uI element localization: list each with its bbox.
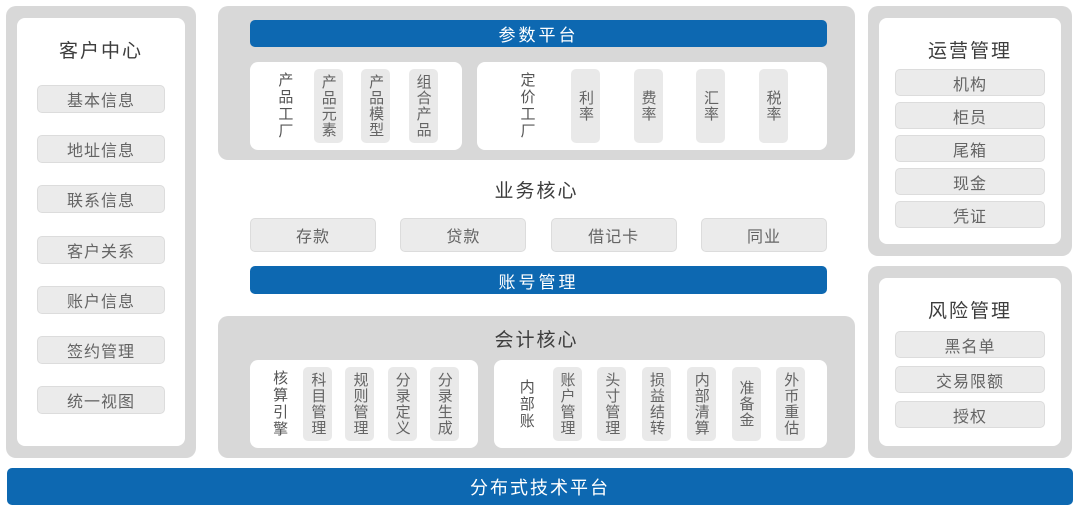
internal-account-item: 外币重估 <box>776 367 806 441</box>
internal-account-item: 内部清算 <box>686 367 716 441</box>
product-factory-label: 产品工厂 <box>276 72 294 140</box>
operations-management-panel: 运营管理 机构 柜员 尾箱 现金 凭证 <box>879 18 1061 244</box>
columns-row: 客户中心 基本信息 地址信息 联系信息 客户关系 账户信息 签约管理 <box>6 6 1073 458</box>
parameter-platform-row: 产品工厂 产品元素 产品模型 组合产品 定价工厂 <box>250 62 827 150</box>
internal-account-item: 准备金 <box>731 367 761 441</box>
risk-management-panel: 风险管理 黑名单 交易限额 授权 <box>879 278 1061 446</box>
product-factory-item: 产品模型 <box>361 69 391 143</box>
customer-center-item: 统一视图 <box>37 385 165 414</box>
distributed-platform-bar: 分布式技术平台 <box>7 468 1073 505</box>
customer-center-item: 基本信息 <box>37 85 165 114</box>
accounting-engine-item: 分录生成 <box>429 367 459 441</box>
internal-account-label: 内部账 <box>517 378 535 430</box>
account-management-bar: 账号管理 <box>250 266 827 294</box>
risk-management-item: 授权 <box>895 401 1045 428</box>
customer-center-item: 客户关系 <box>37 235 165 264</box>
accounting-engine-item: 规则管理 <box>345 367 375 441</box>
customer-center-panel: 客户中心 基本信息 地址信息 联系信息 客户关系 账户信息 签约管理 <box>17 18 185 446</box>
right-column: 运营管理 机构 柜员 尾箱 现金 凭证 <box>868 6 1072 458</box>
operations-management-item: 凭证 <box>895 201 1045 228</box>
business-core-item: 借记卡 <box>550 218 677 252</box>
customer-center-title: 客户中心 <box>58 41 143 62</box>
product-factory-item: 产品元素 <box>313 69 343 143</box>
parameter-platform-header: 参数平台 <box>250 20 827 47</box>
pricing-factory-label: 定价工厂 <box>518 72 536 140</box>
customer-center-container: 客户中心 基本信息 地址信息 联系信息 客户关系 账户信息 签约管理 <box>6 6 196 458</box>
parameter-platform-container: 参数平台 产品工厂 产品元素 产品模型 组合产品 <box>218 6 855 160</box>
pricing-factory-item: 费率 <box>633 69 663 143</box>
risk-management-item: 交易限额 <box>895 366 1045 393</box>
risk-management-item: 黑名单 <box>895 331 1045 358</box>
operations-management-list: 机构 柜员 尾箱 现金 凭证 <box>879 63 1061 234</box>
accounting-engine-item: 科目管理 <box>303 367 333 441</box>
accounting-engine-label: 核算引擎 <box>271 370 289 438</box>
customer-center-item: 联系信息 <box>37 185 165 214</box>
business-core-item: 存款 <box>250 218 376 252</box>
accounting-core-row: 核算引擎 科目管理 规则管理 分录定义 分录生成 <box>250 360 827 448</box>
business-core-section: 业务核心 存款 贷款 借记卡 同业 账号管理 <box>218 160 855 316</box>
pricing-factory-item: 利率 <box>571 69 600 143</box>
operations-management-container: 运营管理 机构 柜员 尾箱 现金 凭证 <box>868 6 1072 256</box>
pricing-factory-panel: 定价工厂 利率 费率 汇率 税率 <box>477 62 827 150</box>
business-core-item: 贷款 <box>400 218 527 252</box>
accounting-engine-panel: 核算引擎 科目管理 规则管理 分录定义 分录生成 <box>250 360 478 448</box>
accounting-core-title: 会计核心 <box>494 330 579 351</box>
product-factory-item: 组合产品 <box>408 69 438 143</box>
customer-center-list: 基本信息 地址信息 联系信息 客户关系 账户信息 签约管理 统一视图 <box>17 63 185 436</box>
pricing-factory-item: 汇率 <box>696 69 725 143</box>
customer-center-item: 地址信息 <box>37 135 165 164</box>
internal-account-panel: 内部账 账户管理 头寸管理 损益结转 内部清算 <box>494 360 827 448</box>
operations-management-item: 柜员 <box>895 102 1045 129</box>
business-core-title: 业务核心 <box>494 181 579 202</box>
internal-account-item: 损益结转 <box>642 367 671 441</box>
risk-management-container: 风险管理 黑名单 交易限额 授权 <box>868 266 1072 458</box>
risk-management-title: 风险管理 <box>927 301 1012 322</box>
pricing-factory-item: 税率 <box>758 69 788 143</box>
accounting-core-container: 会计核心 核算引擎 科目管理 规则管理 分录定义 <box>218 316 855 458</box>
customer-center-item: 签约管理 <box>37 335 165 364</box>
operations-management-title: 运营管理 <box>927 41 1012 62</box>
internal-account-item: 头寸管理 <box>597 367 627 441</box>
operations-management-item: 机构 <box>895 69 1045 96</box>
operations-management-item: 尾箱 <box>895 135 1045 162</box>
operations-management-item: 现金 <box>895 168 1045 195</box>
internal-account-item: 账户管理 <box>552 367 582 441</box>
business-core-item: 同业 <box>700 218 827 252</box>
core-column: 参数平台 产品工厂 产品元素 产品模型 组合产品 <box>218 6 855 458</box>
risk-management-list: 黑名单 交易限额 授权 <box>879 323 1061 436</box>
business-core-row: 存款 贷款 借记卡 同业 <box>250 218 827 252</box>
customer-center-item: 账户信息 <box>37 285 165 314</box>
product-factory-panel: 产品工厂 产品元素 产品模型 组合产品 <box>250 62 462 150</box>
accounting-engine-item: 分录定义 <box>387 367 417 441</box>
